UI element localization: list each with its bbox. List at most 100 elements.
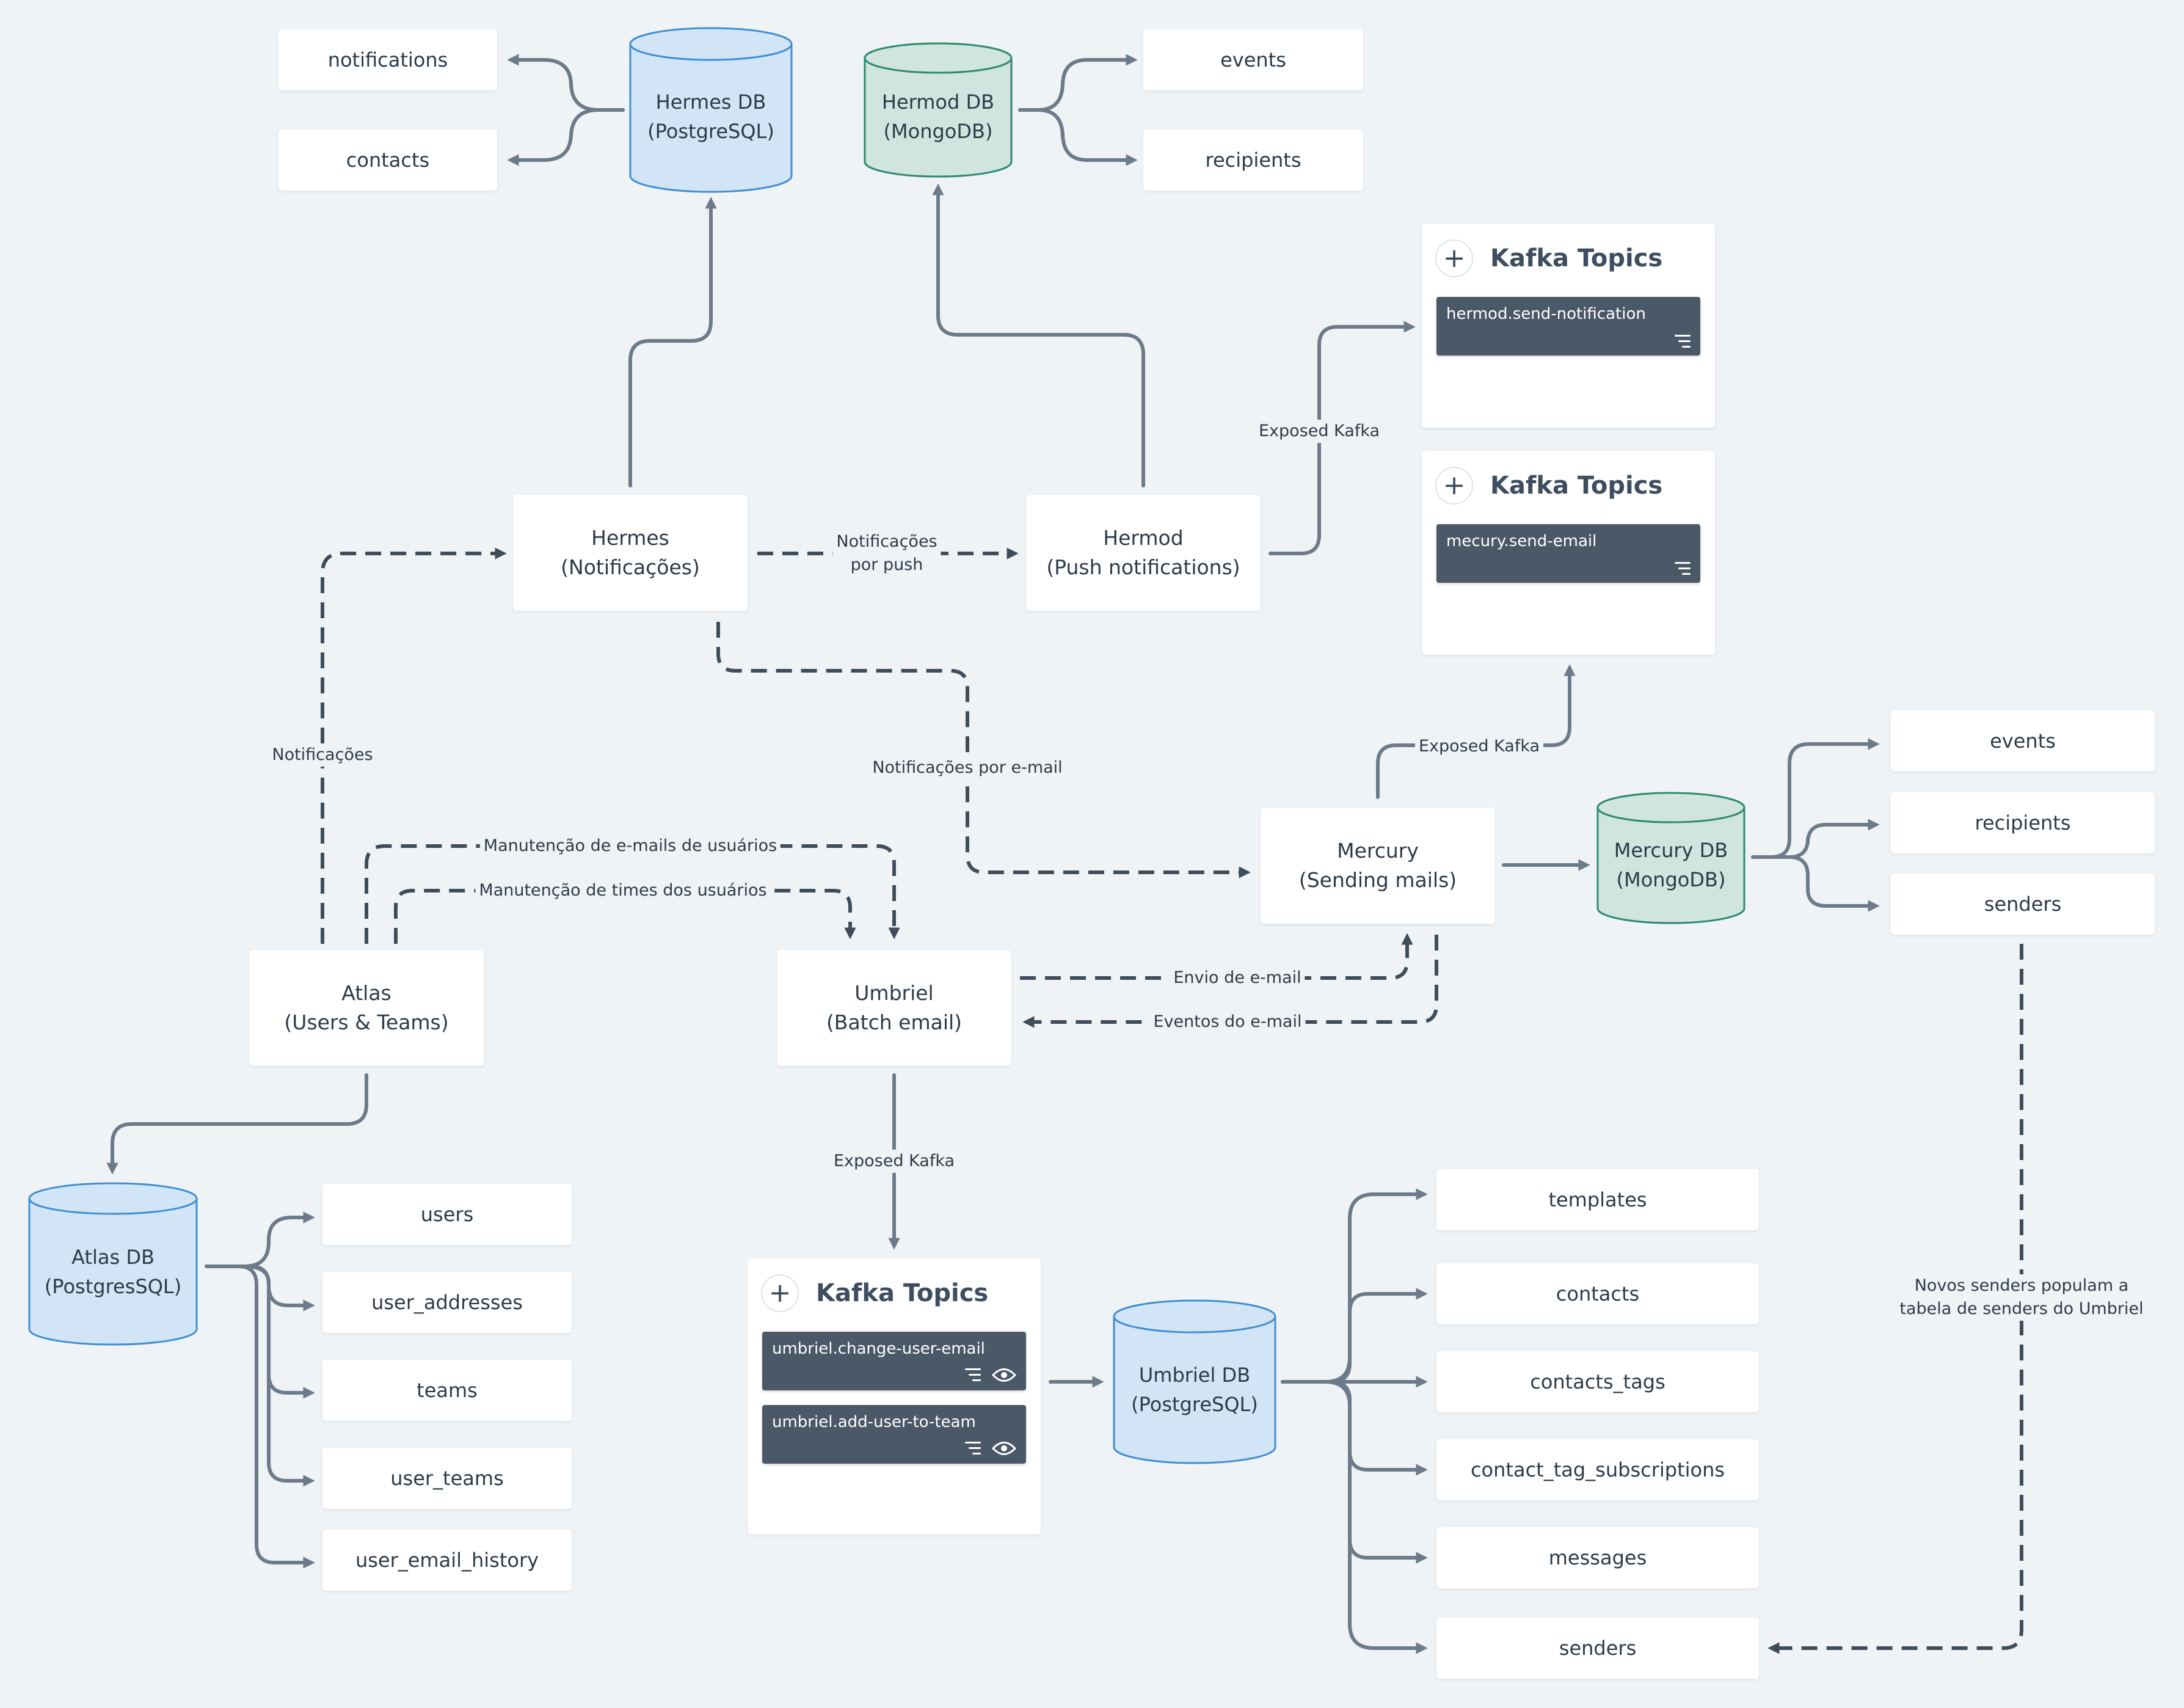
edge-atlas-to-atlas-db [106, 1073, 368, 1175]
kafka-topic-name: hermod.send-notification [1446, 305, 1646, 323]
edge-label-notificacoes: Notificações [268, 743, 377, 767]
table-label: messages [1548, 1546, 1647, 1569]
table-atlas-teams[interactable]: teams [322, 1360, 572, 1421]
edge-mercury-db-events [1751, 738, 1880, 859]
edge-hermod-db-events [1018, 54, 1138, 112]
hermes-db-sublabel: (PostgreSQL) [647, 120, 774, 143]
table-hermes-notifications[interactable]: notifications [278, 29, 497, 90]
table-atlas-user-teams[interactable]: user_teams [322, 1448, 572, 1509]
edge-atlas-db-users [205, 1211, 315, 1268]
kafka-panel-title: Kafka Topics [1490, 244, 1663, 272]
hermes-db-label: Hermes DB [656, 90, 766, 114]
umbriel-db-sublabel: (PostgreSQL) [1131, 1393, 1258, 1416]
service-name: Hermes [591, 526, 669, 550]
kafka-topic-item[interactable]: umbriel.change-user-email [762, 1332, 1026, 1390]
service-name: Hermod [1103, 526, 1184, 550]
edge-atlas-db-user-teams [205, 1265, 315, 1487]
edge-label-manutencao-emails: Manutenção de e-mails de usuários [479, 834, 781, 858]
table-label: user_teams [390, 1467, 504, 1490]
umbriel-db-label: Umbriel DB [1139, 1363, 1250, 1387]
edge-hermes-to-hermes-db [628, 197, 717, 487]
service-description: (Sending mails) [1298, 868, 1457, 892]
service-mercury[interactable]: Mercury (Sending mails) [1261, 808, 1495, 924]
mercury-db-sublabel: (MongoDB) [1617, 868, 1726, 891]
edge-label-envio-email: Envio de e-mail [1170, 966, 1305, 990]
table-atlas-user-email-history[interactable]: user_email_history [322, 1530, 572, 1591]
service-hermes[interactable]: Hermes (Notificações) [513, 495, 748, 611]
edge-label-novos-senders: Novos senders populam a tabela de sender… [1896, 1274, 2147, 1321]
umbriel-db-cylinder: Umbriel DB (PostgreSQL) [1113, 1299, 1276, 1464]
edge-atlas-db-user-email-history [205, 1265, 315, 1569]
service-atlas[interactable]: Atlas (Users & Teams) [249, 950, 484, 1066]
table-umbriel-senders[interactable]: senders [1436, 1618, 1759, 1679]
table-umbriel-messages[interactable]: messages [1436, 1527, 1759, 1588]
kafka-panel-title: Kafka Topics [1490, 472, 1663, 500]
dashed-connectors [321, 547, 2023, 1654]
kafka-panel-header: + Kafka Topics [761, 1273, 988, 1313]
add-topic-icon[interactable]: + [761, 1274, 799, 1312]
kafka-topic-item[interactable]: hermod.send-notification [1436, 297, 1700, 356]
hermod-db-label: Hermod DB [882, 90, 994, 114]
table-mercury-events[interactable]: events [1891, 710, 2155, 772]
edge-mercury-db-senders [1751, 855, 1880, 912]
edge-umbriel-db-contact-tag-subscriptions [1281, 1380, 1428, 1476]
menu-lines-icon[interactable] [965, 1442, 981, 1455]
table-mercury-senders[interactable]: senders [1891, 874, 2155, 935]
service-description: (Batch email) [826, 1010, 963, 1034]
table-umbriel-contacts[interactable]: contacts [1436, 1263, 1759, 1324]
kafka-topic-name: mecury.send-email [1446, 532, 1597, 550]
table-umbriel-contacts-tags[interactable]: contacts_tags [1436, 1351, 1759, 1412]
edge-mercury-to-kafka [1376, 664, 1576, 799]
kafka-panel-mercury: + Kafka Topics mecury.send-email [1422, 451, 1715, 655]
edge-atlas-to-hermes [321, 547, 507, 944]
table-mercury-recipients[interactable]: recipients [1891, 792, 2155, 853]
service-umbriel[interactable]: Umbriel (Batch email) [777, 950, 1011, 1066]
edge-label-notificacoes-email: Notificações por e-mail [868, 756, 1066, 779]
add-topic-icon[interactable]: + [1435, 239, 1473, 277]
table-label: user_addresses [371, 1291, 523, 1314]
mercury-db-cylinder: Mercury DB (MongoDB) [1596, 792, 1745, 924]
atlas-db-sublabel: (PostgresSQL) [45, 1275, 181, 1298]
atlas-db-label: Atlas DB [71, 1246, 155, 1269]
menu-lines-icon[interactable] [1675, 562, 1691, 575]
service-name: Mercury [1337, 839, 1419, 863]
table-label: senders [1984, 892, 2062, 916]
edge-atlas-to-umbriel-teams [394, 889, 856, 944]
hermes-db-cylinder: Hermes DB (PostgreSQL) [629, 27, 793, 193]
edge-umbriel-to-mercury [1020, 933, 1413, 980]
table-umbriel-templates[interactable]: templates [1436, 1169, 1759, 1230]
table-label: teams [417, 1379, 478, 1402]
kafka-topic-item[interactable]: umbriel.add-user-to-team [762, 1405, 1026, 1464]
kafka-topic-item[interactable]: mecury.send-email [1436, 524, 1700, 583]
kafka-panel-umbriel: + Kafka Topics umbriel.change-user-email… [748, 1258, 1041, 1535]
kafka-panel-header: + Kafka Topics [1435, 238, 1662, 279]
kafka-panel-header: + Kafka Topics [1435, 465, 1662, 506]
menu-lines-icon[interactable] [1675, 335, 1691, 348]
table-atlas-users[interactable]: users [322, 1184, 572, 1245]
table-label: user_email_history [355, 1549, 539, 1572]
edge-label-notificacoes-push: Notificações por push [832, 530, 941, 577]
table-hermod-events[interactable]: events [1143, 29, 1363, 90]
edge-label-line: por push [850, 555, 923, 574]
edge-hermod-to-hermod-db [932, 183, 1145, 487]
edge-label-line: tabela de senders do Umbriel [1899, 1299, 2144, 1318]
eye-icon[interactable] [992, 1367, 1016, 1383]
service-hermod[interactable]: Hermod (Push notifications) [1026, 495, 1261, 611]
service-description: (Users & Teams) [284, 1010, 449, 1034]
table-label: recipients [1205, 148, 1301, 172]
edge-mercury-senders-to-umbriel-senders [1767, 944, 2023, 1654]
table-umbriel-contact-tag-subscriptions[interactable]: contact_tag_subscriptions [1436, 1439, 1759, 1500]
atlas-db-cylinder: Atlas DB (PostgresSQL) [28, 1182, 198, 1346]
table-hermod-recipients[interactable]: recipients [1143, 130, 1363, 191]
service-name: Atlas [341, 981, 391, 1005]
kafka-panel-hermod: + Kafka Topics hermod.send-notification [1422, 224, 1715, 428]
add-topic-icon[interactable]: + [1435, 467, 1473, 505]
table-hermes-contacts[interactable]: contacts [278, 130, 497, 191]
hermod-db-cylinder: Hermod DB (MongoDB) [864, 42, 1013, 178]
table-label: contacts [1556, 1282, 1640, 1305]
menu-lines-icon[interactable] [965, 1368, 981, 1382]
table-atlas-user-addresses[interactable]: user_addresses [322, 1272, 572, 1333]
edge-hermes-db-notifications [507, 54, 625, 112]
eye-icon[interactable] [992, 1440, 1016, 1456]
